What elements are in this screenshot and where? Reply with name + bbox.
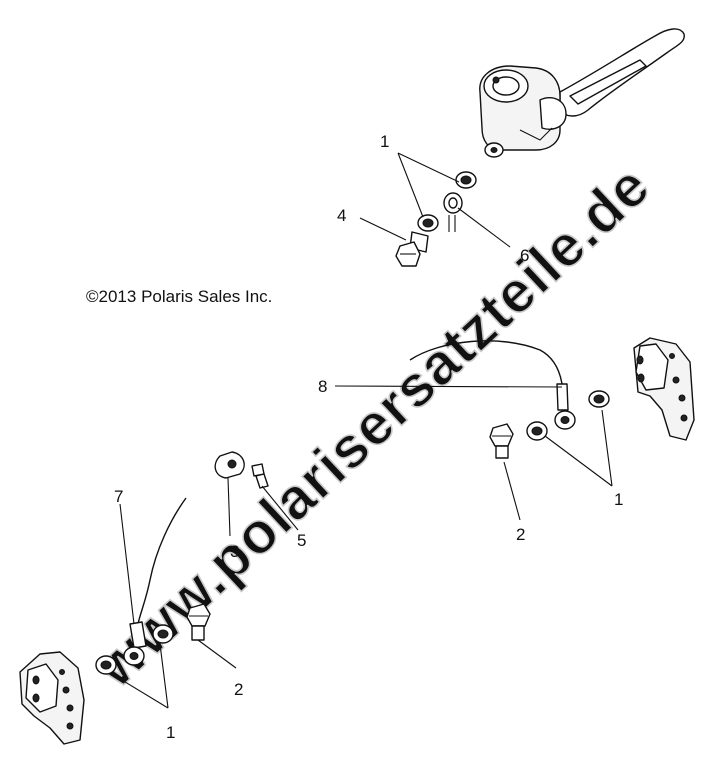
callout-top-washer-6: 6: [520, 246, 529, 265]
right-brake-caliper: [633, 337, 695, 441]
callout-clip-3: 3: [230, 542, 239, 561]
callout-hose-8: 8: [318, 377, 327, 396]
callout-left-washers-1: 1: [166, 723, 175, 742]
callout-hose-7: 7: [114, 487, 123, 506]
right-banjo-hardware: [489, 390, 613, 521]
left-hose-assembly: [119, 497, 187, 666]
brake-hose-8: [409, 340, 563, 385]
left-banjo-bolt: [186, 603, 211, 641]
right-hose-assembly: [334, 340, 576, 430]
top-banjo-hardware: [359, 152, 511, 267]
right-banjo-bolt: [489, 423, 514, 459]
callout-top-bolt-4: 4: [337, 206, 346, 225]
left-brake-caliper: [19, 651, 85, 745]
top-banjo-bolt: [395, 231, 429, 267]
copyright-text: ©2013 Polaris Sales Inc.: [86, 287, 272, 306]
master-cylinder-assembly: [479, 28, 685, 158]
watermark: www.polarisersatzteile.de: [82, 153, 662, 700]
callout-top-washer-1: 1: [380, 132, 389, 151]
callout-left-bolt-2: 2: [234, 680, 243, 699]
hose-clip-and-screw: [214, 451, 299, 537]
brake-hose-7: [137, 497, 187, 625]
left-banjo-hardware: [95, 603, 237, 709]
callout-right-washers-1: 1: [614, 490, 623, 509]
callout-right-bolt-2: 2: [516, 525, 525, 544]
callout-screw-5: 5: [297, 531, 306, 550]
clip-screw: [251, 463, 269, 489]
